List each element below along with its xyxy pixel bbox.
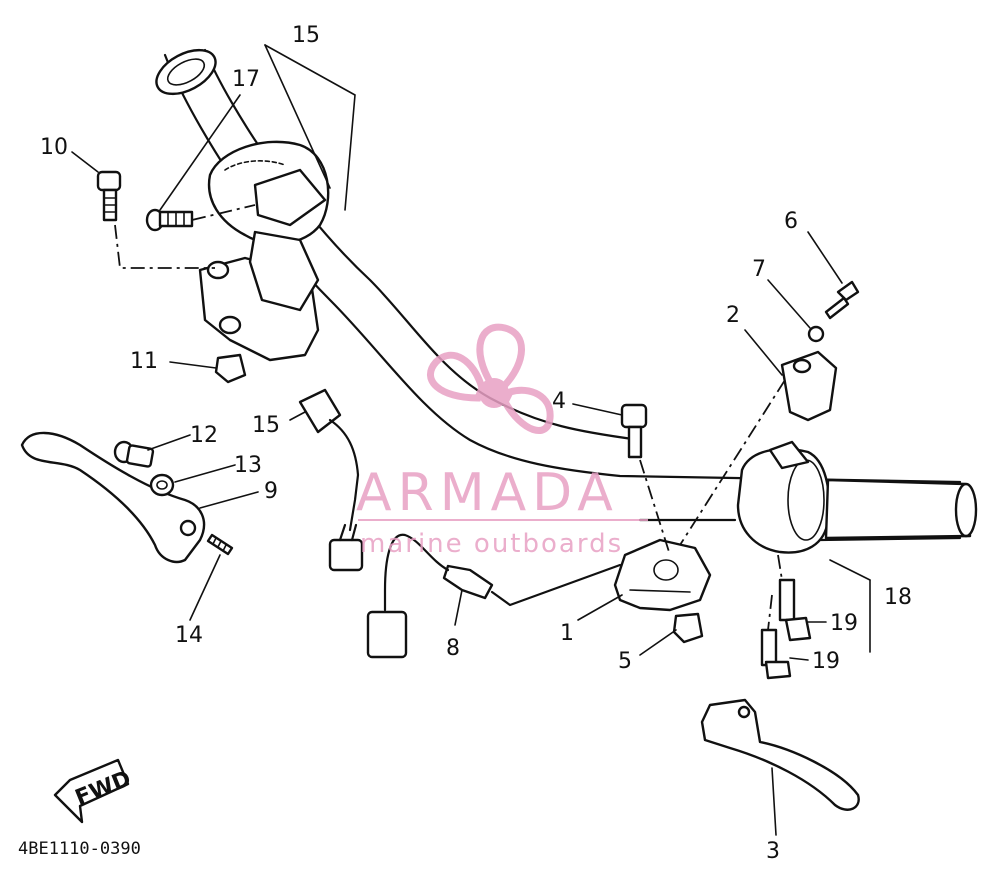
propeller-logo-icon — [427, 323, 554, 434]
screw-19-lower — [760, 628, 792, 680]
callout-8: 8 — [446, 636, 460, 661]
callout-13: 13 — [234, 453, 262, 478]
right-lever-3 — [700, 698, 860, 811]
callout-10: 10 — [40, 135, 68, 160]
callout-14: 14 — [175, 623, 203, 648]
callout-16: 15 — [292, 23, 320, 48]
callout-19-upper: 19 — [830, 611, 858, 636]
screw-17 — [145, 208, 194, 232]
center-line-17 — [191, 204, 256, 221]
nut-13 — [149, 473, 175, 497]
callout-12: 12 — [190, 423, 218, 448]
center-line-19a — [777, 554, 783, 581]
armada-watermark: ARMADA marine outboards — [356, 323, 648, 559]
clamp-2 — [780, 350, 838, 422]
callout-3: 3 — [766, 839, 780, 864]
callout-6: 6 — [784, 209, 798, 234]
switch-15 — [298, 388, 364, 572]
screw-14 — [206, 533, 234, 556]
callout-15: 15 — [252, 413, 280, 438]
washer-7 — [807, 325, 825, 343]
left-switch-body — [198, 230, 320, 362]
right-switch-18 — [736, 440, 831, 554]
bolt-12 — [113, 440, 155, 468]
screw-10 — [96, 170, 122, 222]
callout-11: 11 — [130, 349, 158, 374]
watermark-brand: ARMADA — [356, 463, 619, 523]
callout-9: 9 — [264, 479, 278, 504]
callout-17: 17 — [232, 67, 260, 92]
callout-labels: 15 17 10 11 12 13 9 14 15 8 1 4 5 2 7 6 … — [40, 23, 912, 864]
screw-6 — [824, 280, 860, 320]
callout-4: 4 — [552, 389, 566, 414]
drawing-code: 4BE1110-0390 — [18, 839, 141, 859]
callout-5: 5 — [618, 649, 632, 674]
switch-8 — [366, 533, 622, 659]
left-lever — [20, 431, 206, 564]
callout-19-lower: 19 — [812, 649, 840, 674]
callout-7: 7 — [752, 257, 766, 282]
nut-11 — [214, 353, 247, 384]
left-grip — [155, 48, 217, 96]
bolt-4 — [620, 403, 648, 459]
throttle-housing — [207, 140, 330, 245]
center-line-19b — [767, 594, 773, 631]
fwd-arrow-icon: FWD — [53, 758, 135, 824]
leader-lines — [71, 44, 871, 836]
center-line-4 — [639, 459, 671, 556]
center-line-2 — [679, 379, 786, 546]
lever-holder-1 — [613, 538, 712, 612]
callout-2: 2 — [726, 303, 740, 328]
callout-1: 1 — [560, 621, 574, 646]
watermark-tagline: marine outboards — [360, 529, 623, 559]
right-grip — [824, 478, 978, 540]
callout-18: 18 — [884, 585, 912, 610]
nut-5 — [672, 612, 704, 644]
screw-19-upper — [778, 578, 812, 642]
center-line-10 — [114, 224, 215, 269]
